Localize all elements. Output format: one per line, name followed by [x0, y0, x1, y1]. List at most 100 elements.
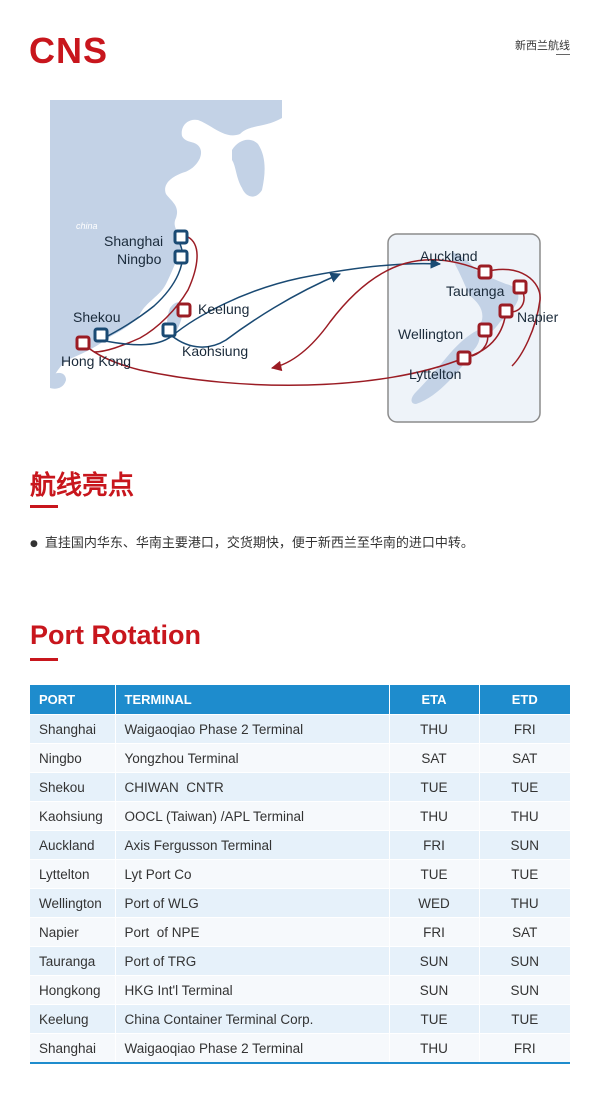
port-cell: Hongkong	[30, 975, 116, 1005]
port-marker-ningbo[interactable]	[173, 249, 189, 265]
terminal-cell: CHIWAN CNTR	[115, 772, 390, 802]
header-etd: ETD	[479, 685, 570, 715]
table-bottom-rule	[30, 1062, 570, 1064]
port-cell: Ningbo	[30, 743, 116, 773]
header-eta: ETA	[389, 685, 480, 715]
terminal-cell: HKG Int'l Terminal	[115, 975, 390, 1005]
eta-cell: THU	[389, 714, 480, 744]
port-marker-napier[interactable]	[498, 303, 514, 319]
port-cell: Shanghai	[30, 1033, 116, 1062]
port-marker-shanghai[interactable]	[173, 229, 189, 245]
route-name-underline	[556, 54, 570, 55]
route-red-china	[93, 236, 198, 353]
etd-cell: TUE	[479, 1004, 570, 1034]
port-marker-hongkong[interactable]	[75, 335, 91, 351]
port-cell: Napier	[30, 917, 116, 947]
port-cell: Kaohsiung	[30, 801, 116, 831]
table-header-row: PORT TERMINAL ETA ETD	[30, 685, 570, 715]
shandong-landmass	[165, 152, 200, 168]
eta-cell: FRI	[389, 917, 480, 947]
route-red-from-nz	[270, 258, 486, 372]
route-blue-to-nz	[99, 258, 442, 346]
etd-cell: SAT	[479, 917, 570, 947]
highlights-title: 航线亮点	[30, 471, 135, 501]
terminal-cell: Port of TRG	[115, 946, 390, 976]
etd-cell: SUN	[479, 946, 570, 976]
terminal-cell: Waigaoqiao Phase 2 Terminal	[115, 1033, 390, 1062]
etd-cell: FRI	[479, 714, 570, 744]
port-label-tauranga: Tauranga	[446, 283, 505, 299]
terminal-cell: Yongzhou Terminal	[115, 743, 390, 773]
port-marker-lyttelton[interactable]	[456, 350, 472, 366]
terminal-cell: Waigaoqiao Phase 2 Terminal	[115, 714, 390, 744]
etd-cell: THU	[479, 801, 570, 831]
terminal-cell: Axis Fergusson Terminal	[115, 830, 390, 860]
rotation-title-underline	[30, 658, 58, 661]
etd-cell: SUN	[479, 975, 570, 1005]
port-marker-shekou[interactable]	[93, 327, 109, 343]
china-landmass	[50, 100, 282, 384]
china-label: china	[76, 221, 98, 231]
terminal-cell: Port of WLG	[115, 888, 390, 918]
port-cell: Shekou	[30, 772, 116, 802]
nz-south-island	[411, 330, 480, 404]
eta-cell: FRI	[389, 830, 480, 860]
port-label-ningbo: Ningbo	[117, 251, 162, 267]
eta-cell: THU	[389, 801, 480, 831]
eta-cell: WED	[389, 888, 480, 918]
header-port: PORT	[30, 685, 116, 715]
etd-cell: FRI	[479, 1033, 570, 1062]
eta-cell: TUE	[389, 772, 480, 802]
route-blue-return	[171, 272, 341, 348]
port-cell: Tauranga	[30, 946, 116, 976]
port-cell: Shanghai	[30, 714, 116, 744]
port-label-napier: Napier	[517, 309, 559, 325]
cns-logo: CNS	[29, 30, 109, 71]
port-label-kaohsiung: Kaohsiung	[182, 343, 248, 359]
port-marker-tauranga[interactable]	[512, 279, 528, 295]
port-cell: Wellington	[30, 888, 116, 918]
port-marker-wellington[interactable]	[477, 322, 493, 338]
route-name: 新西兰航线	[515, 39, 570, 52]
eta-cell: SUN	[389, 975, 480, 1005]
terminal-cell: Port of NPE	[115, 917, 390, 947]
port-cell: Keelung	[30, 1004, 116, 1034]
route-red-nz-loop	[463, 268, 541, 367]
port-marker-keelung[interactable]	[176, 302, 192, 318]
etd-cell: TUE	[479, 859, 570, 889]
etd-cell: THU	[479, 888, 570, 918]
etd-cell: SAT	[479, 743, 570, 773]
port-label-keelung: Keelung	[198, 301, 249, 317]
port-cell: Auckland	[30, 830, 116, 860]
eta-cell: SUN	[389, 946, 480, 976]
eta-cell: THU	[389, 1033, 480, 1062]
terminal-cell: Lyt Port Co	[115, 859, 390, 889]
terminal-cell: OOCL (Taiwan) /APL Terminal	[115, 801, 390, 831]
header-terminal: TERMINAL	[115, 685, 390, 715]
korea-landmass	[232, 139, 265, 197]
route-red-to-hk	[85, 345, 465, 386]
port-label-lyttelton: Lyttelton	[409, 366, 461, 382]
hainan-landmass	[50, 372, 66, 389]
port-marker-kaohsiung[interactable]	[161, 322, 177, 338]
etd-cell: SUN	[479, 830, 570, 860]
nz-inset-box	[387, 233, 541, 423]
eta-cell: TUE	[389, 859, 480, 889]
terminal-cell: China Container Terminal Corp.	[115, 1004, 390, 1034]
port-marker-auckland[interactable]	[477, 264, 493, 280]
port-label-shekou: Shekou	[73, 309, 120, 325]
port-label-hongkong: Hong Kong	[61, 353, 131, 369]
